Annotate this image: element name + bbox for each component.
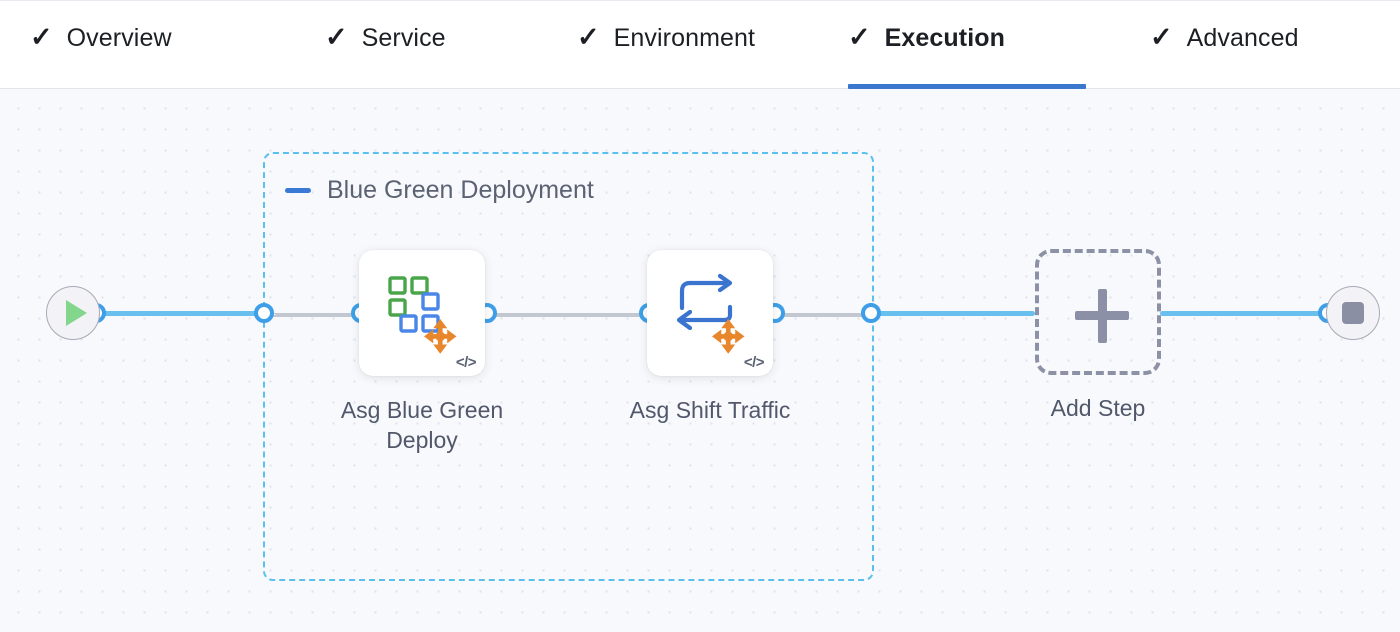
tab-label: Environment [613,23,756,52]
code-badge: </> [455,354,477,371]
tab-label: Service [361,23,446,52]
add-step-button[interactable] [1035,249,1161,375]
step-label-asg-shift-traffic: Asg Shift Traffic [629,397,791,423]
tab-service[interactable]: ✓ Service [325,1,497,89]
port-stage-out[interactable] [861,303,881,323]
tab-label: Execution [884,23,1005,52]
edge-step1-to-step2 [490,313,650,317]
stage-header: Blue Green Deployment [285,176,594,205]
tab-label: Advanced [1186,23,1299,52]
play-icon [66,300,87,326]
tab-label: Overview [66,23,172,52]
check-icon: ✓ [325,21,348,52]
edge-stage-to-step1 [271,313,363,317]
end-node[interactable] [1326,286,1380,340]
tab-execution[interactable]: ✓ Execution [848,1,1086,89]
tab-overview[interactable]: ✓ Overview [30,1,245,89]
stage-title: Blue Green Deployment [327,176,594,204]
port-stage-in[interactable] [254,303,274,323]
minus-icon[interactable] [285,188,311,193]
asg-shift-traffic-icon [676,273,745,354]
step-label-asg-blue-green-deploy: Asg Blue Green Deploy [340,397,504,454]
check-icon: ✓ [848,21,871,52]
edge-stage-to-add-step [875,311,1035,316]
edge-start-to-stage [97,311,269,316]
check-icon: ✓ [1150,21,1173,52]
edge-add-step-to-end [1160,311,1332,316]
check-icon: ✓ [577,21,600,52]
step-node-asg-blue-green-deploy[interactable]: </> [359,250,485,376]
tab-advanced[interactable]: ✓ Advanced [1150,1,1358,89]
stop-icon [1342,302,1364,324]
code-badge: </> [743,354,765,371]
step-node-asg-shift-traffic[interactable]: </> [647,250,773,376]
plus-icon-vertical [1097,288,1107,343]
tab-environment[interactable]: ✓ Environment [577,1,825,89]
tab-active-underline [848,84,1086,89]
check-icon: ✓ [30,21,53,52]
add-step-label: Add Step [1050,395,1146,421]
stage-group-blue-green-deployment[interactable] [263,152,874,581]
pipeline-canvas[interactable]: Blue Green Deployment [0,89,1400,632]
edge-step2-to-stage-out [779,313,872,317]
pipeline-stage-tabbar: ✓ Overview ✓ Service ✓ Environment ✓ Exe… [0,0,1400,89]
start-node[interactable] [46,286,100,340]
asg-blue-green-deploy-icon [388,276,457,354]
